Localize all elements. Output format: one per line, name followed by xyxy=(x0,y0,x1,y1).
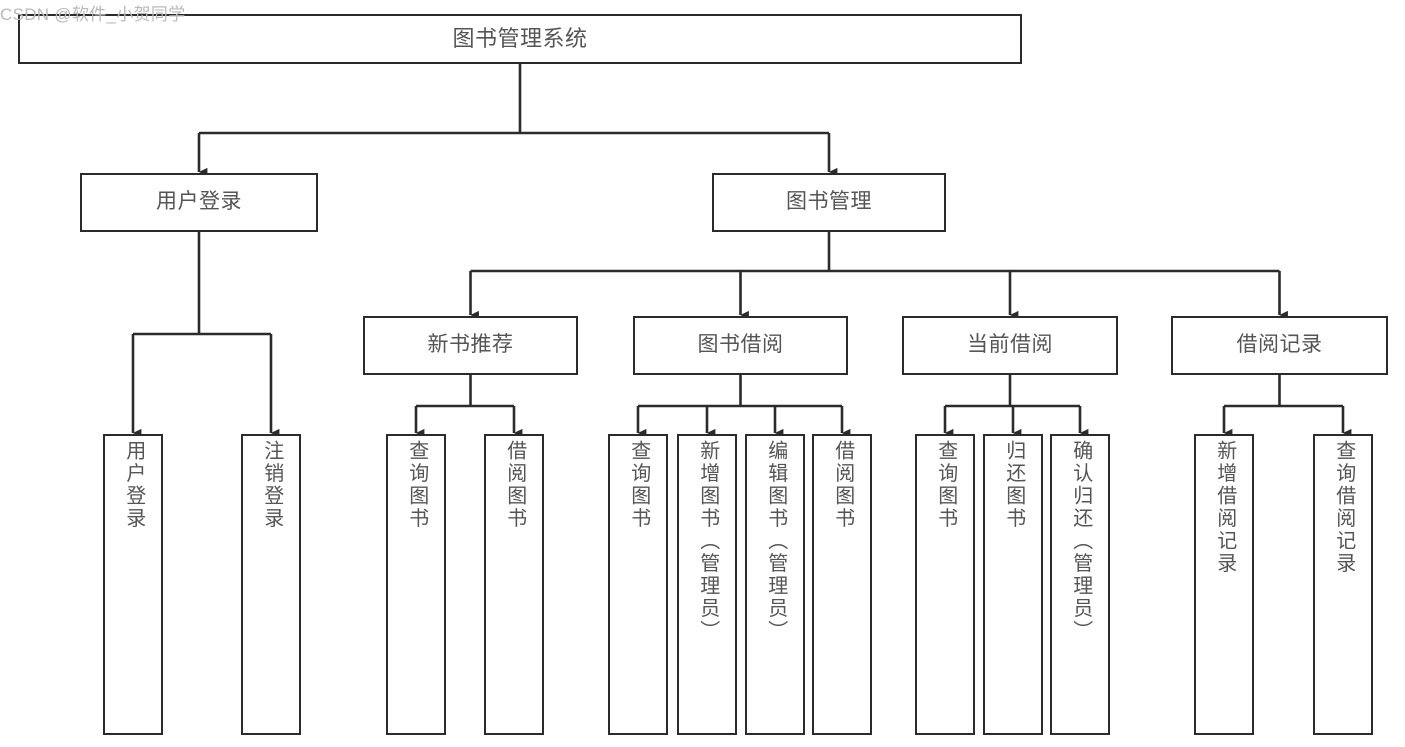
node-label-leaf-return-book: 归还图书 xyxy=(1002,440,1025,530)
node-label-leaf-query-book-1: 查询图书 xyxy=(405,440,428,530)
node-label-user-login: 用户登录 xyxy=(156,190,242,214)
node-leaf-add-book: 新增图书（管理员） xyxy=(677,434,737,735)
node-label-new-book-rec: 新书推荐 xyxy=(427,333,514,357)
node-leaf-query-book-2: 查询图书 xyxy=(608,434,668,735)
node-label-leaf-query-record: 查询借阅记录 xyxy=(1332,440,1355,575)
node-label-leaf-query-book-3: 查询图书 xyxy=(934,440,957,530)
node-label-leaf-user-login: 用户登录 xyxy=(122,440,145,530)
node-leaf-query-book-1: 查询图书 xyxy=(386,434,446,735)
node-root: 图书管理系统 xyxy=(18,14,1022,64)
node-book-borrow: 图书借阅 xyxy=(633,316,848,375)
node-leaf-user-logout: 注销登录 xyxy=(241,434,301,735)
node-label-leaf-query-book-2: 查询图书 xyxy=(627,440,650,530)
node-leaf-add-record: 新增借阅记录 xyxy=(1194,434,1254,735)
node-leaf-edit-book: 编辑图书（管理员） xyxy=(745,434,805,735)
node-label-current-borrow: 当前借阅 xyxy=(967,333,1053,357)
node-leaf-confirm-return: 确认归还（管理员） xyxy=(1050,434,1110,735)
node-label-leaf-borrow-book-1: 借阅图书 xyxy=(503,440,526,530)
node-label-root: 图书管理系统 xyxy=(452,26,588,52)
node-label-book-borrow: 图书借阅 xyxy=(697,333,784,357)
node-book-manage: 图书管理 xyxy=(712,173,946,232)
node-label-leaf-add-book: 新增图书（管理员） xyxy=(696,440,719,643)
node-label-leaf-user-logout: 注销登录 xyxy=(260,440,283,530)
node-leaf-query-record: 查询借阅记录 xyxy=(1313,434,1373,735)
node-leaf-borrow-book-1: 借阅图书 xyxy=(484,434,544,735)
node-label-leaf-borrow-book-2: 借阅图书 xyxy=(831,440,854,530)
node-leaf-query-book-3: 查询图书 xyxy=(915,434,975,735)
node-label-leaf-add-record: 新增借阅记录 xyxy=(1213,440,1236,575)
csdn-watermark: CSDN @软件_小贺同学 xyxy=(0,5,186,24)
node-leaf-return-book: 归还图书 xyxy=(983,434,1043,735)
node-user-login: 用户登录 xyxy=(80,173,318,232)
edge-layer xyxy=(131,64,1352,438)
node-new-book-rec: 新书推荐 xyxy=(363,316,578,375)
node-current-borrow: 当前借阅 xyxy=(902,316,1118,375)
node-label-leaf-edit-book: 编辑图书（管理员） xyxy=(764,440,787,643)
node-label-book-manage: 图书管理 xyxy=(786,190,872,214)
node-label-borrow-record: 借阅记录 xyxy=(1236,333,1323,357)
node-leaf-borrow-book-2: 借阅图书 xyxy=(812,434,872,735)
node-borrow-record: 借阅记录 xyxy=(1171,316,1388,375)
node-label-leaf-confirm-return: 确认归还（管理员） xyxy=(1069,440,1092,643)
node-leaf-user-login: 用户登录 xyxy=(103,434,163,735)
